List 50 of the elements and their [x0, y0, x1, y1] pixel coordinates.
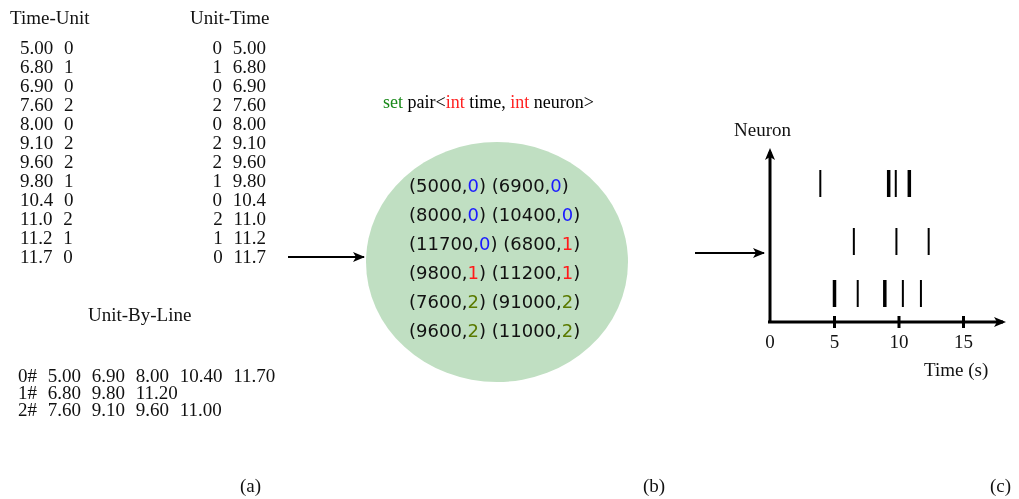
table-row: 0 10.4: [212, 190, 266, 209]
set-ellipse: [366, 142, 628, 382]
table-row: 0 6.90: [212, 76, 266, 95]
axis-title: Neuron: [734, 120, 791, 139]
table-row: 0 8.00: [212, 114, 266, 133]
table-row: 2 11.0: [213, 209, 266, 228]
pair-list-line: (5000,0) (6900,0): [409, 176, 569, 196]
column-heading: Unit-Time: [190, 8, 270, 27]
raster-plot-drawing: [765, 148, 1006, 328]
table-row: 7.60 2: [20, 95, 74, 114]
panel-label: (c): [990, 476, 1012, 495]
type-declaration: set pair<int time, int neuron>: [383, 92, 594, 112]
table-row: 9.60 2: [20, 152, 74, 171]
arrow: [288, 252, 365, 262]
table-row: 6.80 1: [20, 57, 74, 76]
pair-list-line: (8000,0) (10400,0): [409, 205, 581, 225]
table-row: 2 7.60: [212, 95, 266, 114]
pair-list-line: (9600,2) (11000,2): [409, 321, 581, 341]
table-row: 11.0 2: [20, 209, 73, 228]
table-row: 11.7 0: [20, 247, 73, 266]
table-row: 9.80 1: [20, 171, 74, 190]
table-row: 0 11.7: [213, 247, 266, 266]
table-row: 1 9.80: [212, 171, 266, 190]
panel-label: (a): [240, 476, 262, 495]
column-heading: Time-Unit: [10, 8, 90, 27]
pair-list-line: (9800,1) (11200,1): [409, 263, 581, 283]
tick-label: 5: [829, 332, 840, 351]
tick-label: 15: [954, 332, 973, 351]
section-heading: Unit-By-Line: [88, 305, 192, 324]
table-row: 10.4 0: [20, 190, 74, 209]
table-row: 2# 7.60 9.10 9.60 11.00: [18, 400, 222, 419]
arrow: [695, 248, 765, 258]
axis-title: Time (s): [924, 360, 989, 379]
table-row: 11.2 1: [20, 228, 73, 247]
table-row: 0# 5.00 6.90 8.00 10.40 11.70: [18, 366, 276, 385]
table-row: 0 5.00: [212, 38, 266, 57]
table-row: 2 9.60: [212, 152, 266, 171]
pair-list-line: (7600,2) (91000,2): [409, 292, 581, 312]
table-row: 8.00 0: [20, 114, 74, 133]
table-row: 1 6.80: [212, 57, 266, 76]
table-row: 1# 6.80 9.80 11.20: [18, 383, 178, 402]
tick-label: 0: [765, 332, 775, 351]
table-row: 5.00 0: [20, 38, 74, 57]
pair-list-line: (11700,0) (6800,1): [409, 234, 581, 254]
panel-label: (b): [643, 476, 666, 495]
table-row: 9.10 2: [20, 133, 74, 152]
tick-label: 10: [889, 332, 909, 351]
table-row: 1 11.2: [213, 228, 266, 247]
table-row: 6.90 0: [20, 76, 74, 95]
table-row: 2 9.10: [212, 133, 266, 152]
